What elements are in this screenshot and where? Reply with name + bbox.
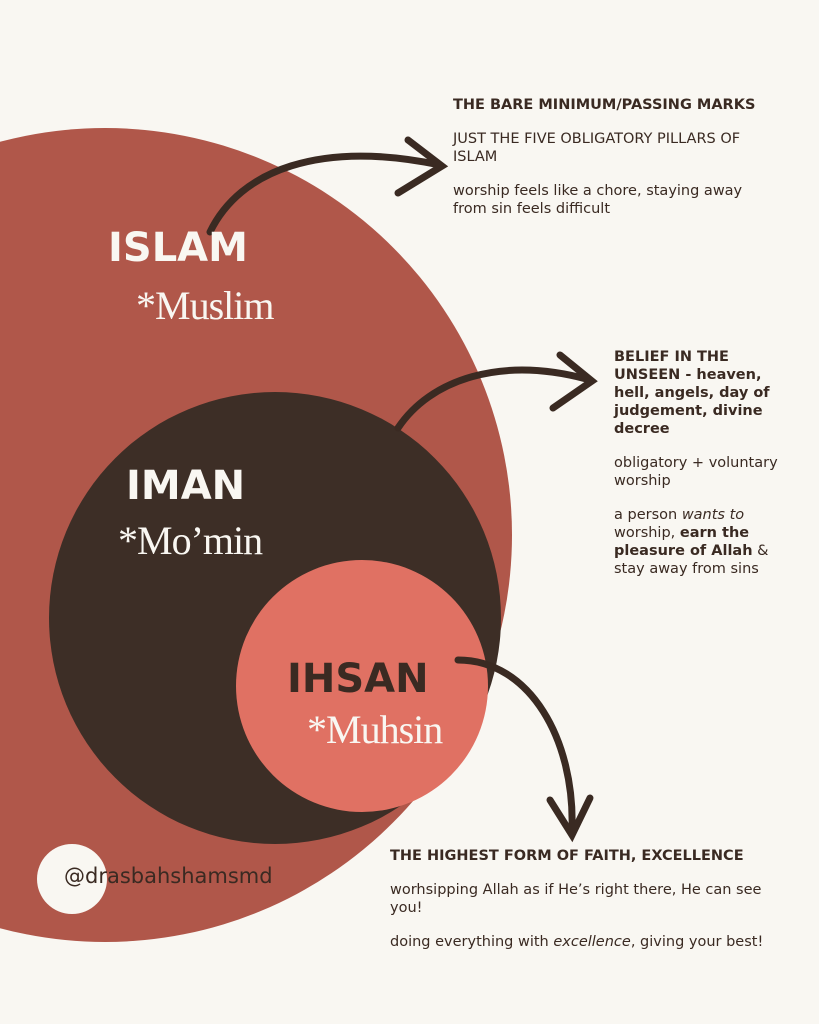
islam-line2: worship feels like a chore, staying away… xyxy=(453,183,743,217)
text: , giving your best! xyxy=(630,934,764,950)
islam-line1: JUST THE FIVE OBLIGATORY PILLARS OF ISLA… xyxy=(453,131,741,165)
text: & stay away from sins xyxy=(614,543,769,577)
iman-notes: BELIEF IN THE UNSEEN - heaven, hell, ang… xyxy=(614,348,784,594)
ihsan-title: IHSAN xyxy=(287,656,429,702)
arrow-iman xyxy=(394,366,594,432)
ihsan-line2: doing everything with excellence, giving… xyxy=(390,933,790,951)
ihsan-subtitle: *Muhsin xyxy=(307,707,443,752)
text-italic: wants to xyxy=(681,507,745,523)
text-bold: earn the pleasure of Allah xyxy=(614,525,753,559)
iman-heading: BELIEF IN THE UNSEEN - heaven, hell, ang… xyxy=(614,349,770,437)
iman-title: IMAN xyxy=(126,463,246,509)
arrow-ihsan xyxy=(454,656,576,834)
handle-badge xyxy=(37,844,107,914)
ihsan-heading: THE HIGHEST FORM OF FAITH, EXCELLENCE xyxy=(390,848,744,864)
ihsan-circle xyxy=(236,560,488,812)
iman-line2: a person wants to worship, earn the plea… xyxy=(614,506,784,578)
text: doing everything with xyxy=(390,934,554,950)
text: a person xyxy=(614,507,682,523)
ihsan-line1: worhsipping Allah as if He’s right there… xyxy=(390,882,762,916)
islam-title: ISLAM xyxy=(108,225,248,271)
social-handle: @drasbahshamsmd xyxy=(64,864,273,888)
islam-heading: THE BARE MINIMUM/PASSING MARKS xyxy=(453,97,756,113)
islam-subtitle: *Muslim xyxy=(136,283,274,328)
text-italic: excellence xyxy=(553,934,631,950)
ihsan-notes: THE HIGHEST FORM OF FAITH, EXCELLENCE wo… xyxy=(390,847,790,967)
text: worship, xyxy=(614,525,680,541)
islam-notes: THE BARE MINIMUM/PASSING MARKS JUST THE … xyxy=(453,96,773,234)
iman-subtitle: *Mo’min xyxy=(118,518,263,563)
arrow-islam xyxy=(206,152,444,236)
iman-line1: obligatory + voluntary worship xyxy=(614,455,778,489)
